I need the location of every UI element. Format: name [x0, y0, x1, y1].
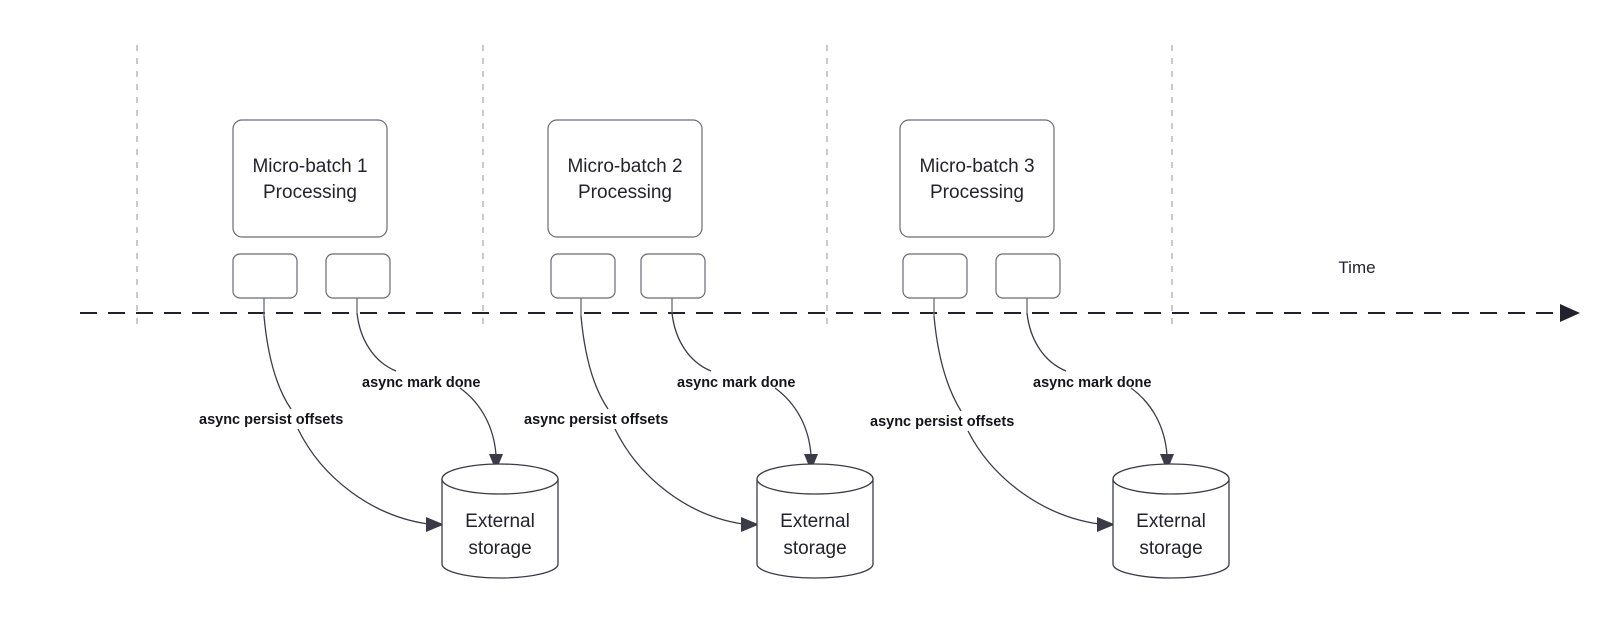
micro-batch-2-persist-edge-lower: [614, 428, 744, 525]
micro-batch-3-persist-edge-upper: [933, 315, 962, 412]
micro-batch-3-process-box[interactable]: [899, 119, 1055, 238]
micro-batch-1-mark-arrowhead: [489, 454, 503, 471]
time-axis: [80, 304, 1580, 322]
micro-batch-2-persist-label: async persist offsets: [524, 412, 668, 428]
micro-batch-1-persist-edge-lower: [297, 428, 429, 525]
micro-batch-2-persist-arrowhead: [741, 517, 759, 532]
time-axis-label: Time: [1338, 258, 1375, 277]
time-axis-arrowhead: [1560, 304, 1580, 322]
micro-batch-3-persist-arrowhead: [1097, 517, 1115, 532]
micro-batch-2-storage-body: [756, 479, 874, 579]
micro-batch-2-group: Micro-batch 2 Processing async persist o…: [524, 119, 874, 579]
micro-batch-3-group: Micro-batch 3 Processing async persist o…: [870, 119, 1230, 579]
micro-batch-3-storage-line2: storage: [1139, 538, 1202, 559]
micro-batch-2-mark-edge-upper: [671, 312, 712, 372]
micro-batch-1-storage-top: [441, 463, 559, 495]
micro-batch-3-title-line1: Micro-batch 3: [919, 156, 1034, 177]
micro-batch-3-storage-line1: External: [1136, 511, 1206, 532]
micro-batch-3-storage-body: [1112, 479, 1230, 579]
micro-batch-1-task-b-box[interactable]: [325, 253, 391, 299]
micro-batch-2-task-a-box[interactable]: [550, 253, 616, 299]
micro-batch-3-title-line2: Processing: [930, 182, 1024, 203]
micro-batch-3-mark-arrowhead: [1160, 454, 1174, 471]
micro-batch-3-mark-label: async mark done: [1033, 375, 1151, 391]
micro-batch-2-mark-arrowhead: [804, 454, 818, 471]
micro-batch-3-task-a-box[interactable]: [902, 253, 968, 299]
micro-batch-2-storage-line1: External: [780, 511, 850, 532]
micro-batch-1-group: Micro-batch 1 Processing async persist o…: [199, 119, 559, 579]
micro-batch-3-storage-top: [1112, 463, 1230, 495]
micro-batch-1-storage-cylinder[interactable]: External storage: [441, 463, 559, 579]
micro-batch-1-title-line1: Micro-batch 1: [252, 156, 367, 177]
micro-batch-2-title-line2: Processing: [578, 182, 672, 203]
micro-batch-2-storage-cylinder[interactable]: External storage: [756, 463, 874, 579]
micro-batch-2-persist-edge-upper: [580, 315, 609, 410]
micro-batch-1-mark-edge-upper: [356, 312, 397, 372]
micro-batch-2-mark-label: async mark done: [677, 375, 795, 391]
micro-batch-1-storage-line1: External: [465, 511, 535, 532]
micro-batch-3-storage-cylinder[interactable]: External storage: [1112, 463, 1230, 579]
micro-batch-1-title-line2: Processing: [263, 182, 357, 203]
micro-batch-1-persist-edge-upper: [263, 315, 292, 410]
micro-batch-2-title-line1: Micro-batch 2: [567, 156, 682, 177]
micro-batch-2-process-box[interactable]: [547, 119, 703, 238]
micro-batch-1-persist-arrowhead: [426, 517, 444, 532]
micro-batch-1-persist-label: async persist offsets: [199, 412, 343, 428]
batch-boundary-guides: [136, 45, 1173, 330]
micro-batch-3-persist-label: async persist offsets: [870, 414, 1014, 430]
micro-batch-3-mark-edge-upper: [1026, 312, 1067, 372]
micro-batch-3-task-b-box[interactable]: [995, 253, 1061, 299]
micro-batch-1-task-a-box[interactable]: [232, 253, 298, 299]
micro-batch-3-persist-edge-lower: [967, 430, 1100, 525]
micro-batch-2-task-b-box[interactable]: [640, 253, 706, 299]
micro-batch-3-mark-edge-lower: [1130, 387, 1168, 456]
micro-batch-2-storage-line2: storage: [783, 538, 846, 559]
micro-batch-1-storage-line2: storage: [468, 538, 531, 559]
micro-batch-1-mark-label: async mark done: [362, 375, 480, 391]
micro-batch-1-storage-body: [441, 479, 559, 579]
micro-batch-1-process-box[interactable]: [232, 119, 388, 238]
micro-batch-1-mark-edge-lower: [459, 387, 497, 456]
micro-batch-2-storage-top: [756, 463, 874, 495]
micro-batch-2-mark-edge-lower: [774, 387, 812, 456]
